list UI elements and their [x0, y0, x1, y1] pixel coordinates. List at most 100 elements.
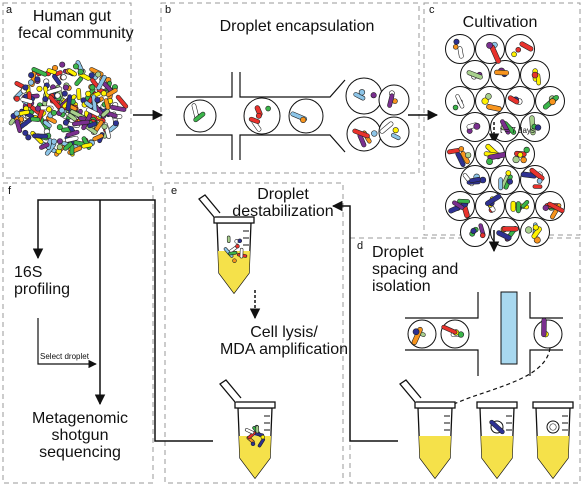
coccus-bacterium — [260, 434, 266, 440]
coccus-bacterium — [72, 63, 79, 70]
coccus-bacterium — [56, 144, 63, 151]
encapsulation-channel — [176, 72, 346, 160]
rod-bacterium — [45, 115, 57, 124]
rod-bacterium — [452, 200, 465, 210]
rod-bacterium — [248, 116, 261, 124]
coccus-bacterium — [112, 120, 119, 127]
rod-bacterium — [46, 68, 57, 75]
coccus-bacterium — [371, 130, 378, 137]
coccus-bacterium — [85, 90, 92, 97]
rod-bacterium — [76, 87, 82, 101]
sequencing-line2: shotgun — [51, 427, 109, 444]
rod-bacterium — [455, 94, 465, 109]
coccus-bacterium — [54, 92, 61, 99]
coccus-bacterium — [50, 138, 57, 145]
coccus-bacterium — [392, 127, 399, 134]
rod-bacterium — [65, 94, 73, 111]
coccus-bacterium — [50, 109, 57, 116]
rod-bacterium — [84, 100, 94, 109]
coccus-bacterium — [412, 328, 420, 336]
coccus-bacterium — [465, 152, 472, 159]
rod-bacterium — [500, 119, 511, 135]
coccus-bacterium — [536, 178, 543, 184]
tube-cap — [399, 379, 422, 403]
coccus-bacterium — [531, 71, 539, 79]
rod-bacterium — [64, 135, 79, 143]
rod-bacterium — [496, 230, 512, 241]
droplet — [288, 98, 324, 134]
time-label: t = 7 days — [500, 126, 535, 135]
coccus-bacterium — [473, 122, 481, 130]
rod-bacterium — [31, 67, 48, 77]
coccus-bacterium — [507, 178, 513, 185]
rod-bacterium — [226, 235, 231, 243]
coccus-bacterium — [88, 72, 95, 79]
coccus-bacterium — [517, 152, 524, 158]
rod-bacterium — [32, 133, 49, 139]
profiling-label: 16S profiling — [14, 264, 71, 298]
rod-bacterium — [92, 133, 104, 142]
coccus-bacterium — [452, 44, 459, 50]
rod-bacterium — [510, 200, 516, 212]
tube-mda — [219, 379, 276, 480]
droplet — [345, 77, 383, 115]
lysis-line2: MDA amplification — [219, 341, 349, 358]
panel-b-title: Droplet encapsulation — [219, 18, 375, 35]
panel-e-title-line2: destabilization — [232, 203, 334, 220]
rod-bacterium — [239, 247, 244, 259]
arrow-d-to-e — [331, 200, 398, 442]
rod-bacterium — [255, 425, 260, 434]
rod-bacterium — [541, 317, 547, 338]
coccus-bacterium — [523, 146, 530, 154]
panel-a-title-line2: fecal community — [18, 25, 134, 42]
tube-collect-2 — [476, 401, 518, 480]
rod-bacterium — [20, 97, 33, 104]
rod-bacterium — [411, 326, 423, 346]
rod-bacterium — [100, 108, 110, 118]
rod-bacterium — [515, 201, 521, 214]
rod-bacterium — [81, 142, 93, 149]
tube-liquid — [537, 436, 569, 478]
rod-bacterium — [352, 128, 370, 139]
rod-bacterium — [529, 167, 545, 181]
profiling-line2: profiling — [14, 281, 71, 298]
rod-bacterium — [52, 74, 62, 86]
rod-bacterium — [486, 104, 502, 112]
rod-bacterium — [531, 226, 542, 239]
lysis-label: Cell lysis/ MDA amplification — [204, 324, 364, 358]
panel-a-box — [2, 2, 132, 179]
panel-c-box — [423, 2, 581, 236]
coccus-bacterium — [13, 95, 20, 102]
rod-bacterium — [109, 105, 127, 112]
panel-e-letter: e — [171, 185, 178, 197]
panel-d-title-line3: isolation — [372, 278, 431, 295]
rod-bacterium — [65, 129, 80, 138]
coccus-bacterium — [60, 74, 67, 81]
coccus-bacterium — [453, 38, 460, 45]
rod-bacterium — [494, 69, 510, 76]
coccus-bacterium — [22, 129, 29, 136]
coccus-bacterium — [34, 76, 41, 83]
rod-bacterium — [39, 142, 50, 150]
rod-bacterium — [484, 193, 502, 207]
rod-bacterium — [72, 119, 90, 127]
coccus-bacterium — [89, 84, 96, 91]
rod-bacterium — [48, 94, 61, 110]
panel-d-title-line2: spacing and — [372, 261, 459, 278]
rod-bacterium — [519, 41, 534, 52]
coccus-bacterium — [525, 226, 533, 234]
rod-bacterium — [498, 177, 503, 191]
spacing-channel — [405, 292, 563, 376]
tube-rim — [414, 401, 456, 409]
sequencing-line1: Metagenomic — [31, 410, 129, 427]
tube-liquid — [218, 251, 250, 293]
coccus-bacterium — [549, 423, 557, 431]
sequencing-line3: sequencing — [39, 444, 121, 461]
coccus-bacterium — [36, 85, 43, 92]
coccus-bacterium — [42, 96, 49, 103]
panel-a-letter: a — [6, 4, 13, 16]
panel-c-title: Cultivation — [462, 14, 538, 31]
coccus-bacterium — [533, 236, 541, 244]
